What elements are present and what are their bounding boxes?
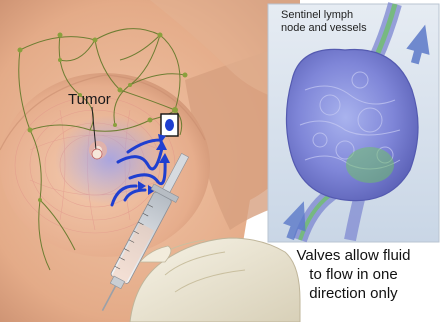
inset-title: Sentinel lymph node and vessels xyxy=(281,9,401,35)
caption-line-3: direction only xyxy=(266,284,441,303)
sentinel-node-marker xyxy=(161,114,178,136)
tumor-label: Tumor xyxy=(68,91,111,108)
caption: Valves allow fluid to flow in one direct… xyxy=(266,246,441,303)
inset-title-line-2: node and vessels xyxy=(281,22,401,35)
caption-line-1: Valves allow fluid xyxy=(266,246,441,265)
inset-panel xyxy=(268,4,439,243)
caption-line-2: to flow in one xyxy=(266,265,441,284)
inset-title-line-1: Sentinel lymph xyxy=(281,9,401,22)
